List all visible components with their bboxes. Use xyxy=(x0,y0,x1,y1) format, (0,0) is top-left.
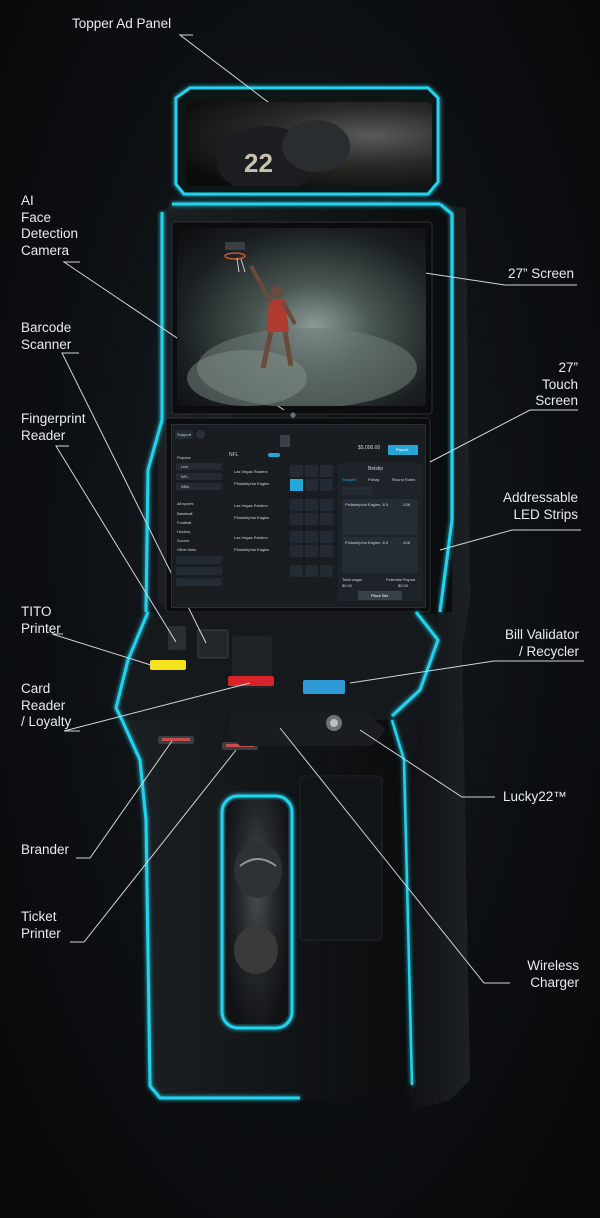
label-ai-face-camera: AI Face Detection Camera xyxy=(21,193,79,258)
ts-betslip: Betslip xyxy=(368,466,384,472)
leader-lines xyxy=(51,34,584,984)
side-door xyxy=(299,775,383,941)
label-ticket-printer: Ticket Printer xyxy=(21,909,61,941)
label-fingerprint-reader: Fingerprint Reader xyxy=(21,411,86,443)
brander-stripe xyxy=(162,738,190,741)
ts-support: Support xyxy=(177,432,192,437)
ts-team-5: Philadelphia Eagles xyxy=(234,547,270,552)
ts-tab-1: Parlay xyxy=(368,477,380,482)
card-reader xyxy=(232,636,272,688)
lower-neon-right xyxy=(390,719,414,1086)
charger-shelf xyxy=(228,712,386,746)
ts-team-1: Philadelphia Eagles xyxy=(234,481,270,486)
label-tito-printer: TITO Printer xyxy=(21,604,61,636)
ts-bet-line-1: Philadelphia Eagles -6.5 xyxy=(345,540,389,545)
tito-slot xyxy=(150,660,186,670)
lower-neon-left xyxy=(120,719,300,1100)
lower-panel-neon xyxy=(220,794,294,1030)
ts-team-3: Philadelphia Eagles xyxy=(234,515,270,520)
ts-sport-1: Football xyxy=(177,520,192,525)
ts-balance: $5,000.00 xyxy=(358,445,381,451)
topper-ad-image: 22 xyxy=(186,102,432,186)
ts-total-wager-value: $0.00 xyxy=(342,583,353,588)
ts-odds-0: -108 xyxy=(402,502,411,507)
camera-dot xyxy=(290,412,296,418)
ts-sport-3: Soccer xyxy=(177,538,190,543)
bill-slot xyxy=(303,680,345,694)
ts-all-sports: All sports xyxy=(177,501,194,506)
ts-team-4: Las Vegas Raiders xyxy=(234,535,268,540)
main-screen-image xyxy=(177,228,426,406)
ts-tab-2: Round Robin xyxy=(392,477,416,482)
ts-live: Live xyxy=(181,464,189,469)
touch-screen-ui: Support $5,000.00 Payout Popular Live NF… xyxy=(171,424,426,608)
label-card-reader: Card Reader / Loyalty xyxy=(21,681,72,729)
barcode-window xyxy=(197,629,229,659)
ts-league: NFL xyxy=(229,452,239,458)
label-27-screen: 27” Screen xyxy=(508,266,575,281)
label-wireless-charger: Wireless Charger xyxy=(527,958,579,990)
label-bill-validator: Bill Validator / Recycler xyxy=(504,627,579,659)
ts-total-wager: Total wager xyxy=(342,577,363,582)
ts-potential-payout: Potential Payout xyxy=(386,577,416,582)
ts-other-links: Other links xyxy=(177,547,197,552)
label-topper-ad-panel: Topper Ad Panel xyxy=(72,16,172,31)
label-barcode-scanner: Barcode Scanner xyxy=(21,320,72,352)
ts-odds-1: -108 xyxy=(402,540,411,545)
upper-neon-left xyxy=(144,202,440,613)
ts-bet-line-0: Philadelphia Eagles -6.5 xyxy=(345,502,389,507)
label-27-touch-screen: 27” Touch Screen xyxy=(535,360,578,408)
label-lucky22: Lucky22™ xyxy=(503,789,567,804)
ts-popular: Popular xyxy=(177,455,191,460)
ts-payout: Payout xyxy=(396,447,409,452)
ts-nba: NBA xyxy=(181,484,190,489)
lucky22-button-inner xyxy=(330,719,338,727)
svg-text:22: 22 xyxy=(244,148,273,178)
deck-neon xyxy=(114,611,440,721)
ts-nfl: NFL xyxy=(181,474,189,479)
deck xyxy=(116,612,438,720)
label-brander: Brander xyxy=(21,842,70,857)
lower-panel-image xyxy=(226,800,288,1024)
ts-team-0: Las Vegas Raiders xyxy=(234,469,268,474)
ts-sport-2: Hockey xyxy=(177,529,191,534)
card-slot xyxy=(228,676,274,686)
ts-potential-payout-value: $0.00 xyxy=(398,583,409,588)
ts-place-bet: Place Bet xyxy=(371,593,389,598)
ts-team-2: Las Vegas Raiders xyxy=(234,503,268,508)
ts-sport-0: Baseball xyxy=(177,511,193,516)
fingerprint-pad xyxy=(168,626,186,650)
ts-tab-0: Straight xyxy=(342,477,356,482)
label-addressable-led-strips: Addressable LED Strips xyxy=(502,490,578,522)
upper-neon-right xyxy=(438,202,454,613)
